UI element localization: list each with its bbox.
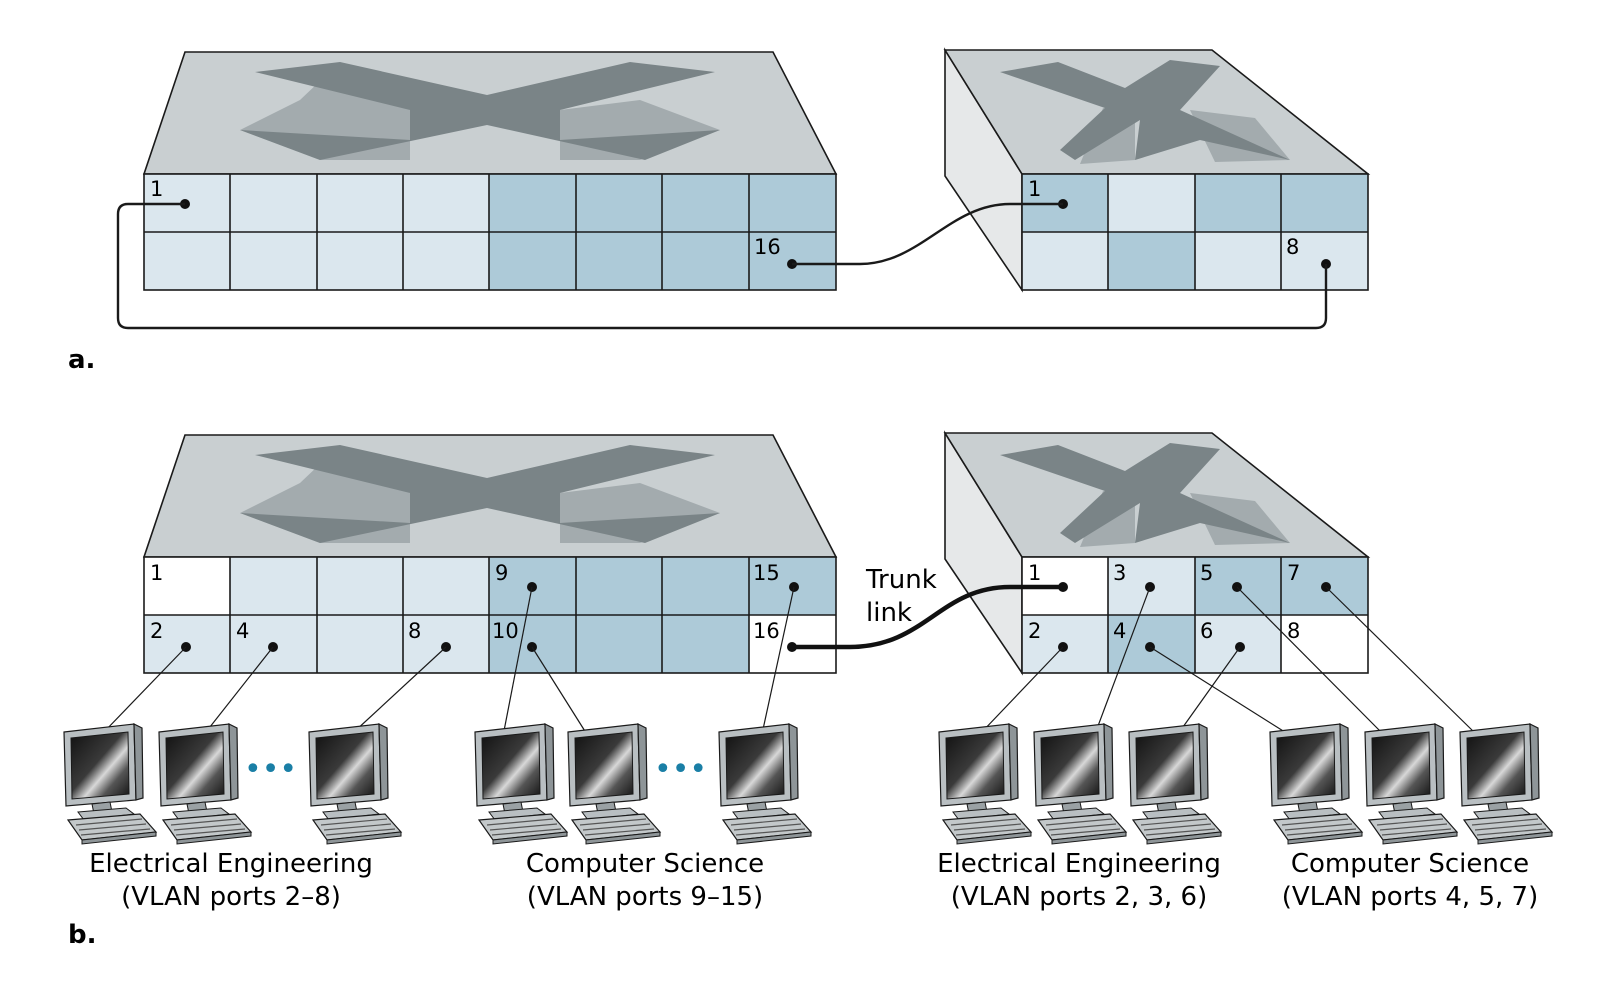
port-label: 1 (1028, 177, 1041, 201)
port-label: 16 (753, 619, 780, 643)
port-label: 4 (236, 619, 249, 643)
computer-icon (474, 723, 568, 845)
group-name: Electrical Engineering (937, 849, 1221, 879)
group-name: Electrical Engineering (89, 849, 373, 879)
port-label: 9 (495, 561, 508, 585)
port-label: 7 (1287, 561, 1300, 585)
group-name: Computer Science (1291, 849, 1529, 879)
ellipsis-icon: ••• (654, 752, 707, 787)
computer-icon (1128, 723, 1222, 845)
panel-label: b. (68, 920, 97, 950)
group-ports: (VLAN ports 9–15) (527, 882, 763, 912)
switch-a-left: 1 16 (142, 51, 838, 291)
port-label: 10 (492, 619, 519, 643)
port-label: 1 (150, 561, 163, 585)
computer-icon (567, 723, 661, 845)
port-label: 15 (753, 561, 780, 585)
port-label: 5 (1200, 561, 1213, 585)
port-label: 3 (1113, 561, 1126, 585)
panel-a: 1 16 (68, 47, 1371, 375)
panel-b: 1 9 15 2 4 8 10 16 (63, 430, 1553, 950)
port-label: 8 (408, 619, 421, 643)
computer-icon (158, 723, 252, 845)
computer-icon (63, 723, 157, 845)
switch-x-logo (1000, 60, 1290, 164)
host-cables-left (103, 586, 795, 737)
computer-icon (938, 723, 1032, 845)
port-label: 8 (1287, 619, 1300, 643)
switch-x-logo (240, 62, 720, 160)
computer-icon (1364, 723, 1458, 845)
port-label: 2 (1028, 619, 1041, 643)
computer-icon (1269, 723, 1363, 845)
switch-b-right: 1 3 5 7 2 4 6 8 (943, 430, 1371, 676)
ellipsis-icon: ••• (244, 752, 297, 787)
trunk-label: link (866, 598, 912, 628)
inter-switch-cable (792, 202, 1063, 266)
computer-icon (1033, 723, 1127, 845)
switch-a-right: 1 8 (943, 47, 1371, 293)
group-name: Computer Science (526, 849, 764, 879)
port-label: 6 (1200, 619, 1213, 643)
port-label: 1 (150, 177, 163, 201)
trunk-label: Trunk (865, 565, 937, 595)
group-ports: (VLAN ports 2, 3, 6) (951, 882, 1207, 912)
panel-label: a. (68, 345, 95, 375)
port-label: 8 (1286, 235, 1299, 259)
port-label: 1 (1028, 561, 1041, 585)
switch-x-logo (1000, 443, 1290, 547)
computer-icon (718, 723, 812, 845)
host-cables-right (979, 586, 1477, 735)
inter-switch-cable (116, 202, 1328, 330)
group-ports: (VLAN ports 4, 5, 7) (1282, 882, 1538, 912)
computer-icon (308, 723, 402, 845)
switch-x-logo (240, 445, 720, 543)
switch-b-left: 1 9 15 2 4 8 10 16 (142, 434, 838, 674)
port-label: 2 (150, 619, 163, 643)
port-label: 16 (754, 235, 781, 259)
port-label: 4 (1113, 619, 1126, 643)
computer-icon (1459, 723, 1553, 845)
trunk-link-cable (792, 584, 1063, 650)
group-ports: (VLAN ports 2–8) (121, 882, 341, 912)
